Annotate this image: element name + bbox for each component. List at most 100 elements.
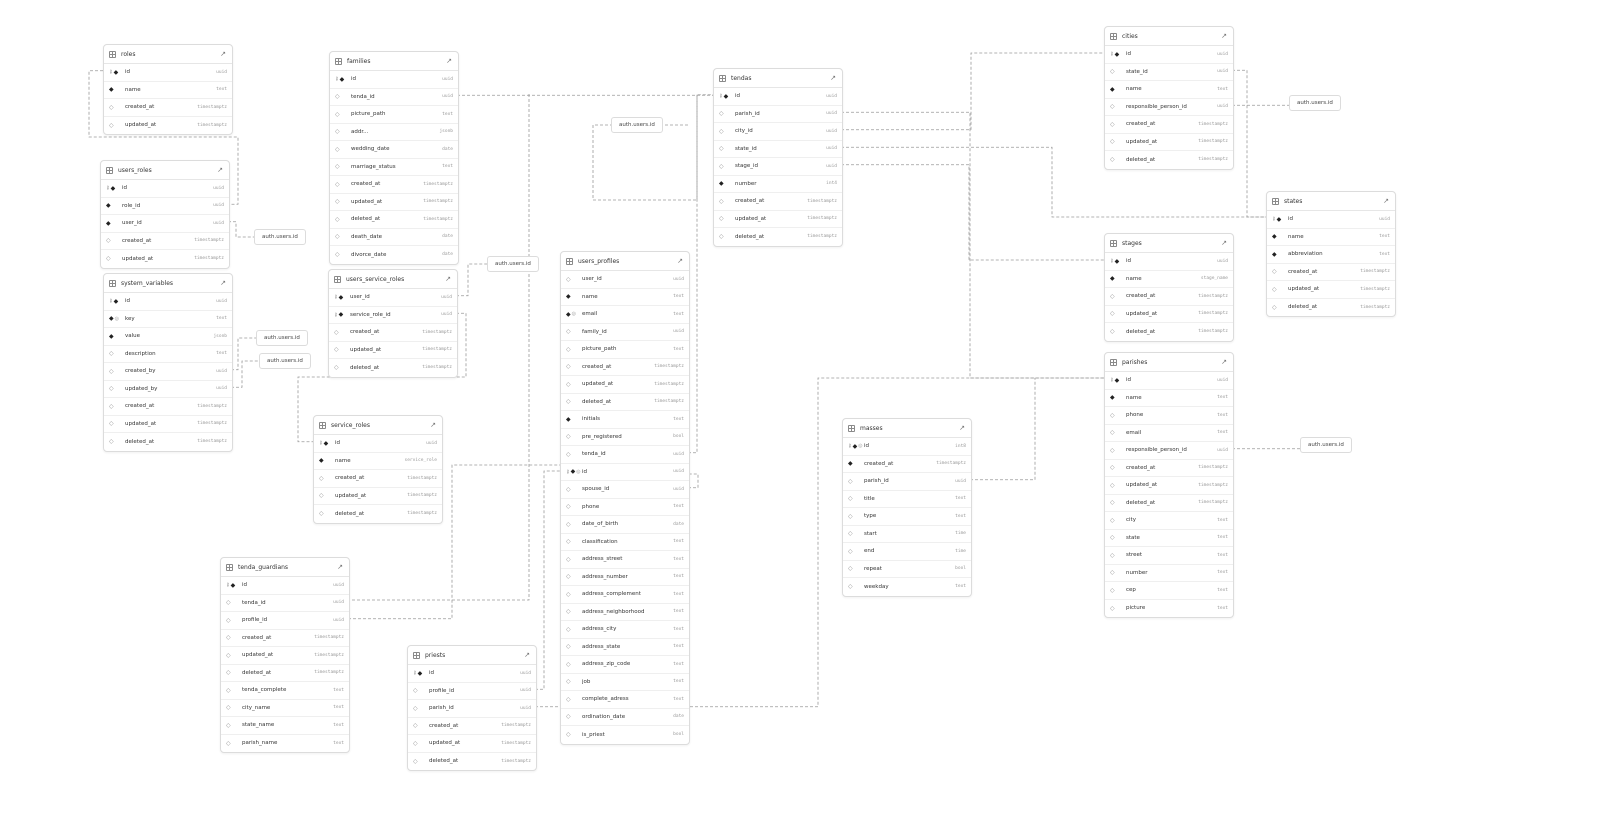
- open-table-icon[interactable]: ↗: [524, 651, 530, 659]
- column-row[interactable]: ◇addr...jsonb: [330, 124, 458, 141]
- open-table-icon[interactable]: ↗: [677, 257, 683, 265]
- open-table-icon[interactable]: ↗: [959, 424, 965, 432]
- open-table-icon[interactable]: ↗: [337, 563, 343, 571]
- open-table-icon[interactable]: ↗: [1383, 197, 1389, 205]
- open-table-icon[interactable]: ↗: [217, 166, 223, 174]
- open-table-icon[interactable]: ↗: [220, 50, 226, 58]
- open-table-icon[interactable]: ↗: [830, 74, 836, 82]
- open-table-icon[interactable]: ↗: [220, 279, 226, 287]
